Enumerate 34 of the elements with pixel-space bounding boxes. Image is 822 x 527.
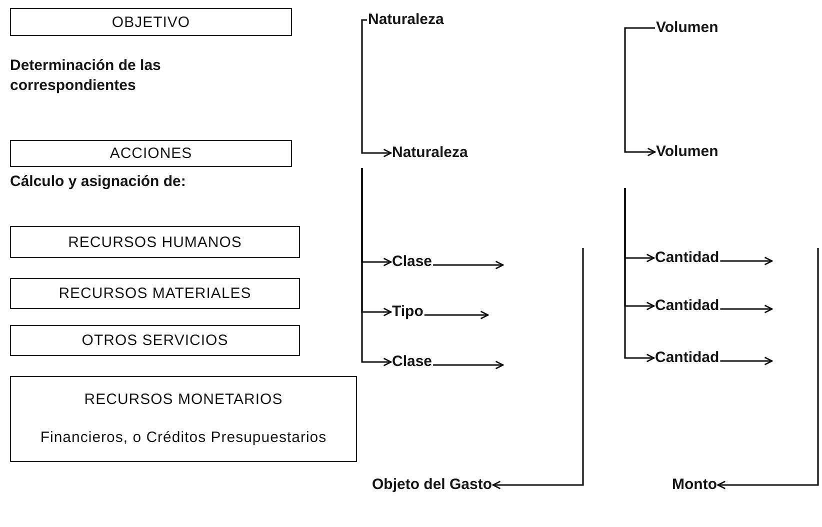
- section-box: ACCIONES: [10, 140, 292, 167]
- section-box: RECURSOS HUMANOS: [10, 226, 300, 258]
- arrow: [720, 256, 773, 266]
- category-label: Cantidad: [655, 297, 720, 315]
- category-label: Volumen: [656, 143, 718, 161]
- arrow: [492, 248, 584, 490]
- bracket-arrow: [624, 27, 656, 156]
- note-text: Cálculo y asignación de:: [10, 172, 187, 192]
- box-heading: RECURSOS MONETARIOS: [84, 390, 283, 410]
- category-label: Naturaleza: [392, 144, 468, 162]
- arrow: [361, 168, 392, 366]
- section-box: OTROS SERVICIOS: [10, 325, 300, 356]
- section-box: OBJETIVO: [10, 8, 292, 36]
- category-label: Naturaleza: [368, 11, 444, 29]
- arrow: [717, 248, 819, 490]
- arrow: [624, 188, 655, 362]
- arrow: [424, 310, 489, 320]
- box-description: Financieros, o Créditos Presupuestarios: [40, 428, 327, 448]
- arrow: [720, 356, 773, 366]
- category-label: Clase: [392, 253, 432, 271]
- category-label: Monto: [672, 476, 717, 494]
- category-label: Cantidad: [655, 349, 720, 367]
- category-label: Clase: [392, 353, 432, 371]
- category-label: Volumen: [656, 19, 718, 37]
- category-label: Cantidad: [655, 249, 720, 267]
- arrow: [720, 304, 773, 314]
- category-label: Objeto del Gasto: [372, 476, 492, 494]
- note-text: Determinación de las correspondientes: [10, 56, 162, 96]
- bracket-arrow: [361, 19, 392, 158]
- category-label: Tipo: [392, 303, 424, 321]
- section-box: RECURSOS MATERIALES: [10, 278, 300, 309]
- arrow: [433, 260, 504, 270]
- arrow: [433, 360, 504, 370]
- section-box: [10, 376, 357, 462]
